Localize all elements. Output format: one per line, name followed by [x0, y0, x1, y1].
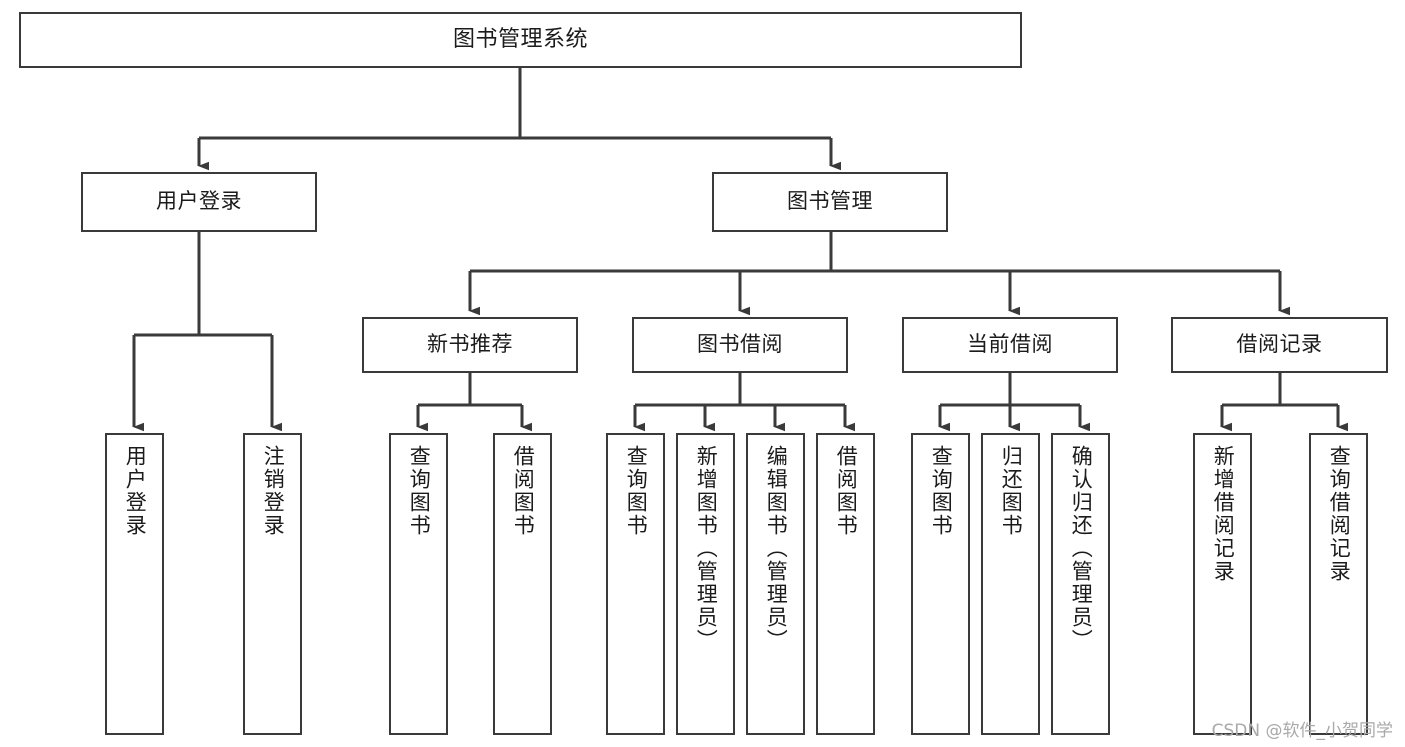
- node-label: 确认归还（管理员）: [1069, 445, 1094, 652]
- leaf-edit-book-admin[interactable]: 编辑图书（管理员）: [746, 433, 805, 735]
- leaf-add-borrow-record[interactable]: 新增借阅记录: [1193, 433, 1252, 735]
- leaf-query-book-current[interactable]: 查询图书: [911, 433, 970, 735]
- node-label: 新增图书（管理员）: [694, 445, 719, 652]
- leaf-borrow-book[interactable]: 借阅图书: [816, 433, 875, 735]
- leaf-query-borrow-record[interactable]: 查询借阅记录: [1309, 433, 1368, 735]
- node-book-borrow[interactable]: 图书借阅: [632, 317, 848, 373]
- node-user-login[interactable]: 用户登录: [81, 172, 317, 232]
- node-label: 归还图书: [999, 445, 1024, 537]
- node-label: 新书推荐: [427, 332, 513, 357]
- node-label: 查询图书: [929, 445, 954, 537]
- node-label: 注销登录: [261, 445, 286, 537]
- node-label: 用户登录: [156, 189, 242, 214]
- node-new-book-recommend[interactable]: 新书推荐: [362, 317, 578, 373]
- node-label: 借阅记录: [1236, 332, 1323, 357]
- leaf-borrow-book-recommend[interactable]: 借阅图书: [493, 433, 552, 735]
- node-label: 编辑图书（管理员）: [764, 445, 789, 652]
- node-label: 图书管理系统: [452, 26, 588, 52]
- node-root-book-management-system[interactable]: 图书管理系统: [19, 12, 1022, 68]
- leaf-query-book-recommend[interactable]: 查询图书: [389, 433, 448, 735]
- leaf-confirm-return-admin[interactable]: 确认归还（管理员）: [1051, 433, 1110, 735]
- leaf-return-book[interactable]: 归还图书: [981, 433, 1040, 735]
- node-label: 图书管理: [787, 189, 873, 214]
- leaf-logout-login[interactable]: 注销登录: [243, 433, 302, 735]
- node-label: 查询图书: [407, 445, 432, 537]
- csdn-watermark: CSDN @软件_小贺同学: [1211, 721, 1393, 741]
- node-label: 借阅图书: [511, 445, 536, 537]
- node-current-borrow[interactable]: 当前借阅: [902, 317, 1118, 373]
- leaf-add-book-admin[interactable]: 新增图书（管理员）: [676, 433, 735, 735]
- node-label: 查询图书: [624, 445, 649, 537]
- node-label: 图书借阅: [697, 332, 783, 357]
- node-borrow-record[interactable]: 借阅记录: [1171, 317, 1388, 373]
- node-label: 查询借阅记录: [1327, 445, 1352, 583]
- node-label: 新增借阅记录: [1211, 445, 1236, 583]
- leaf-query-book-borrow[interactable]: 查询图书: [606, 433, 665, 735]
- node-book-management[interactable]: 图书管理: [712, 172, 948, 232]
- node-label: 当前借阅: [967, 332, 1053, 357]
- leaf-user-login[interactable]: 用户登录: [105, 433, 164, 735]
- node-label: 用户登录: [123, 445, 148, 537]
- node-label: 借阅图书: [834, 445, 859, 537]
